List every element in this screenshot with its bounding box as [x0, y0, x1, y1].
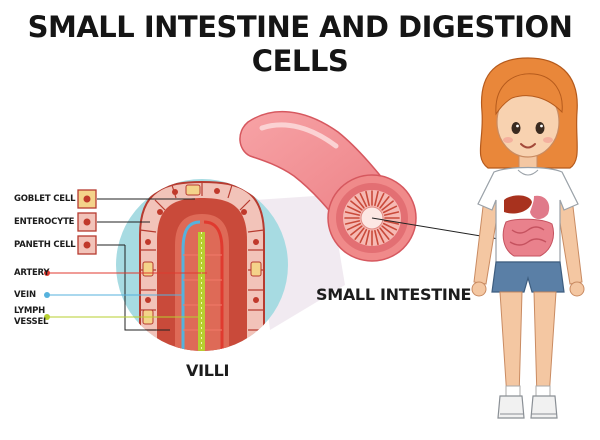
paneth-cell-label: PANETH CELL: [14, 240, 76, 250]
intestinal-fold: [365, 229, 370, 246]
intestinal-fold: [359, 192, 368, 208]
lymph-vessel-label: LYMPH VESSEL: [14, 306, 48, 328]
lymph-vessel: [198, 232, 205, 351]
intestinal-fold: [376, 192, 385, 208]
lymph-vessel-label-line2: VESSEL: [14, 317, 49, 327]
intestinal-fold: [346, 222, 362, 231]
paneth-cell-icon: [77, 235, 97, 255]
intestinal-fold: [350, 200, 363, 211]
intestinal-fold: [379, 196, 390, 209]
intestinal-fold: [365, 190, 370, 207]
villi-label: VILLI: [186, 361, 230, 380]
intestinal-fold: [382, 205, 398, 214]
goblet-cell-label: GOBLET CELL: [14, 194, 76, 204]
label-connectors: [47, 198, 506, 331]
artery-marker: [44, 270, 50, 276]
intestinal-fold: [346, 205, 362, 214]
intestinal-fold: [383, 220, 400, 225]
intestinal-fold: [350, 225, 363, 236]
girl-illustration: [471, 57, 585, 419]
intestinal-fold: [344, 220, 361, 225]
diagram-title: SMALL INTESTINE AND DIGESTION CELLS: [27, 10, 573, 78]
intestinal-fold: [374, 229, 379, 246]
intestinal-fold: [376, 228, 385, 244]
goblet-cell-icon: [77, 189, 97, 209]
enterocyte-icon: [77, 212, 97, 232]
liver-icon: [504, 195, 532, 214]
intestinal-fold: [379, 227, 390, 240]
intestinal-fold: [354, 196, 365, 209]
villi-cross-section: [116, 179, 288, 351]
intestinal-fold: [374, 190, 379, 207]
vein-marker: [44, 292, 50, 298]
intestinal-fold: [382, 222, 398, 231]
vein-vessel: [181, 220, 201, 351]
intestinal-fold: [344, 211, 361, 216]
artery-label: ARTERY: [14, 268, 50, 278]
intestinal-fold: [354, 227, 365, 240]
lymph-marker: [44, 314, 50, 320]
vein-label: VEIN: [14, 290, 36, 300]
intestinal-fold: [383, 211, 400, 216]
small-intestine-label: SMALL INTESTINE: [316, 285, 472, 304]
stomach-icon: [530, 195, 550, 220]
intestinal-fold: [359, 228, 368, 244]
artery-vessel: [203, 220, 224, 351]
intestinal-fold: [381, 200, 394, 211]
enterocyte-label: ENTEROCYTE: [14, 217, 75, 227]
intestinal-fold: [381, 225, 394, 236]
lymph-vessel-label-line1: LYMPH: [14, 306, 46, 316]
intestines-icon: [502, 218, 554, 257]
